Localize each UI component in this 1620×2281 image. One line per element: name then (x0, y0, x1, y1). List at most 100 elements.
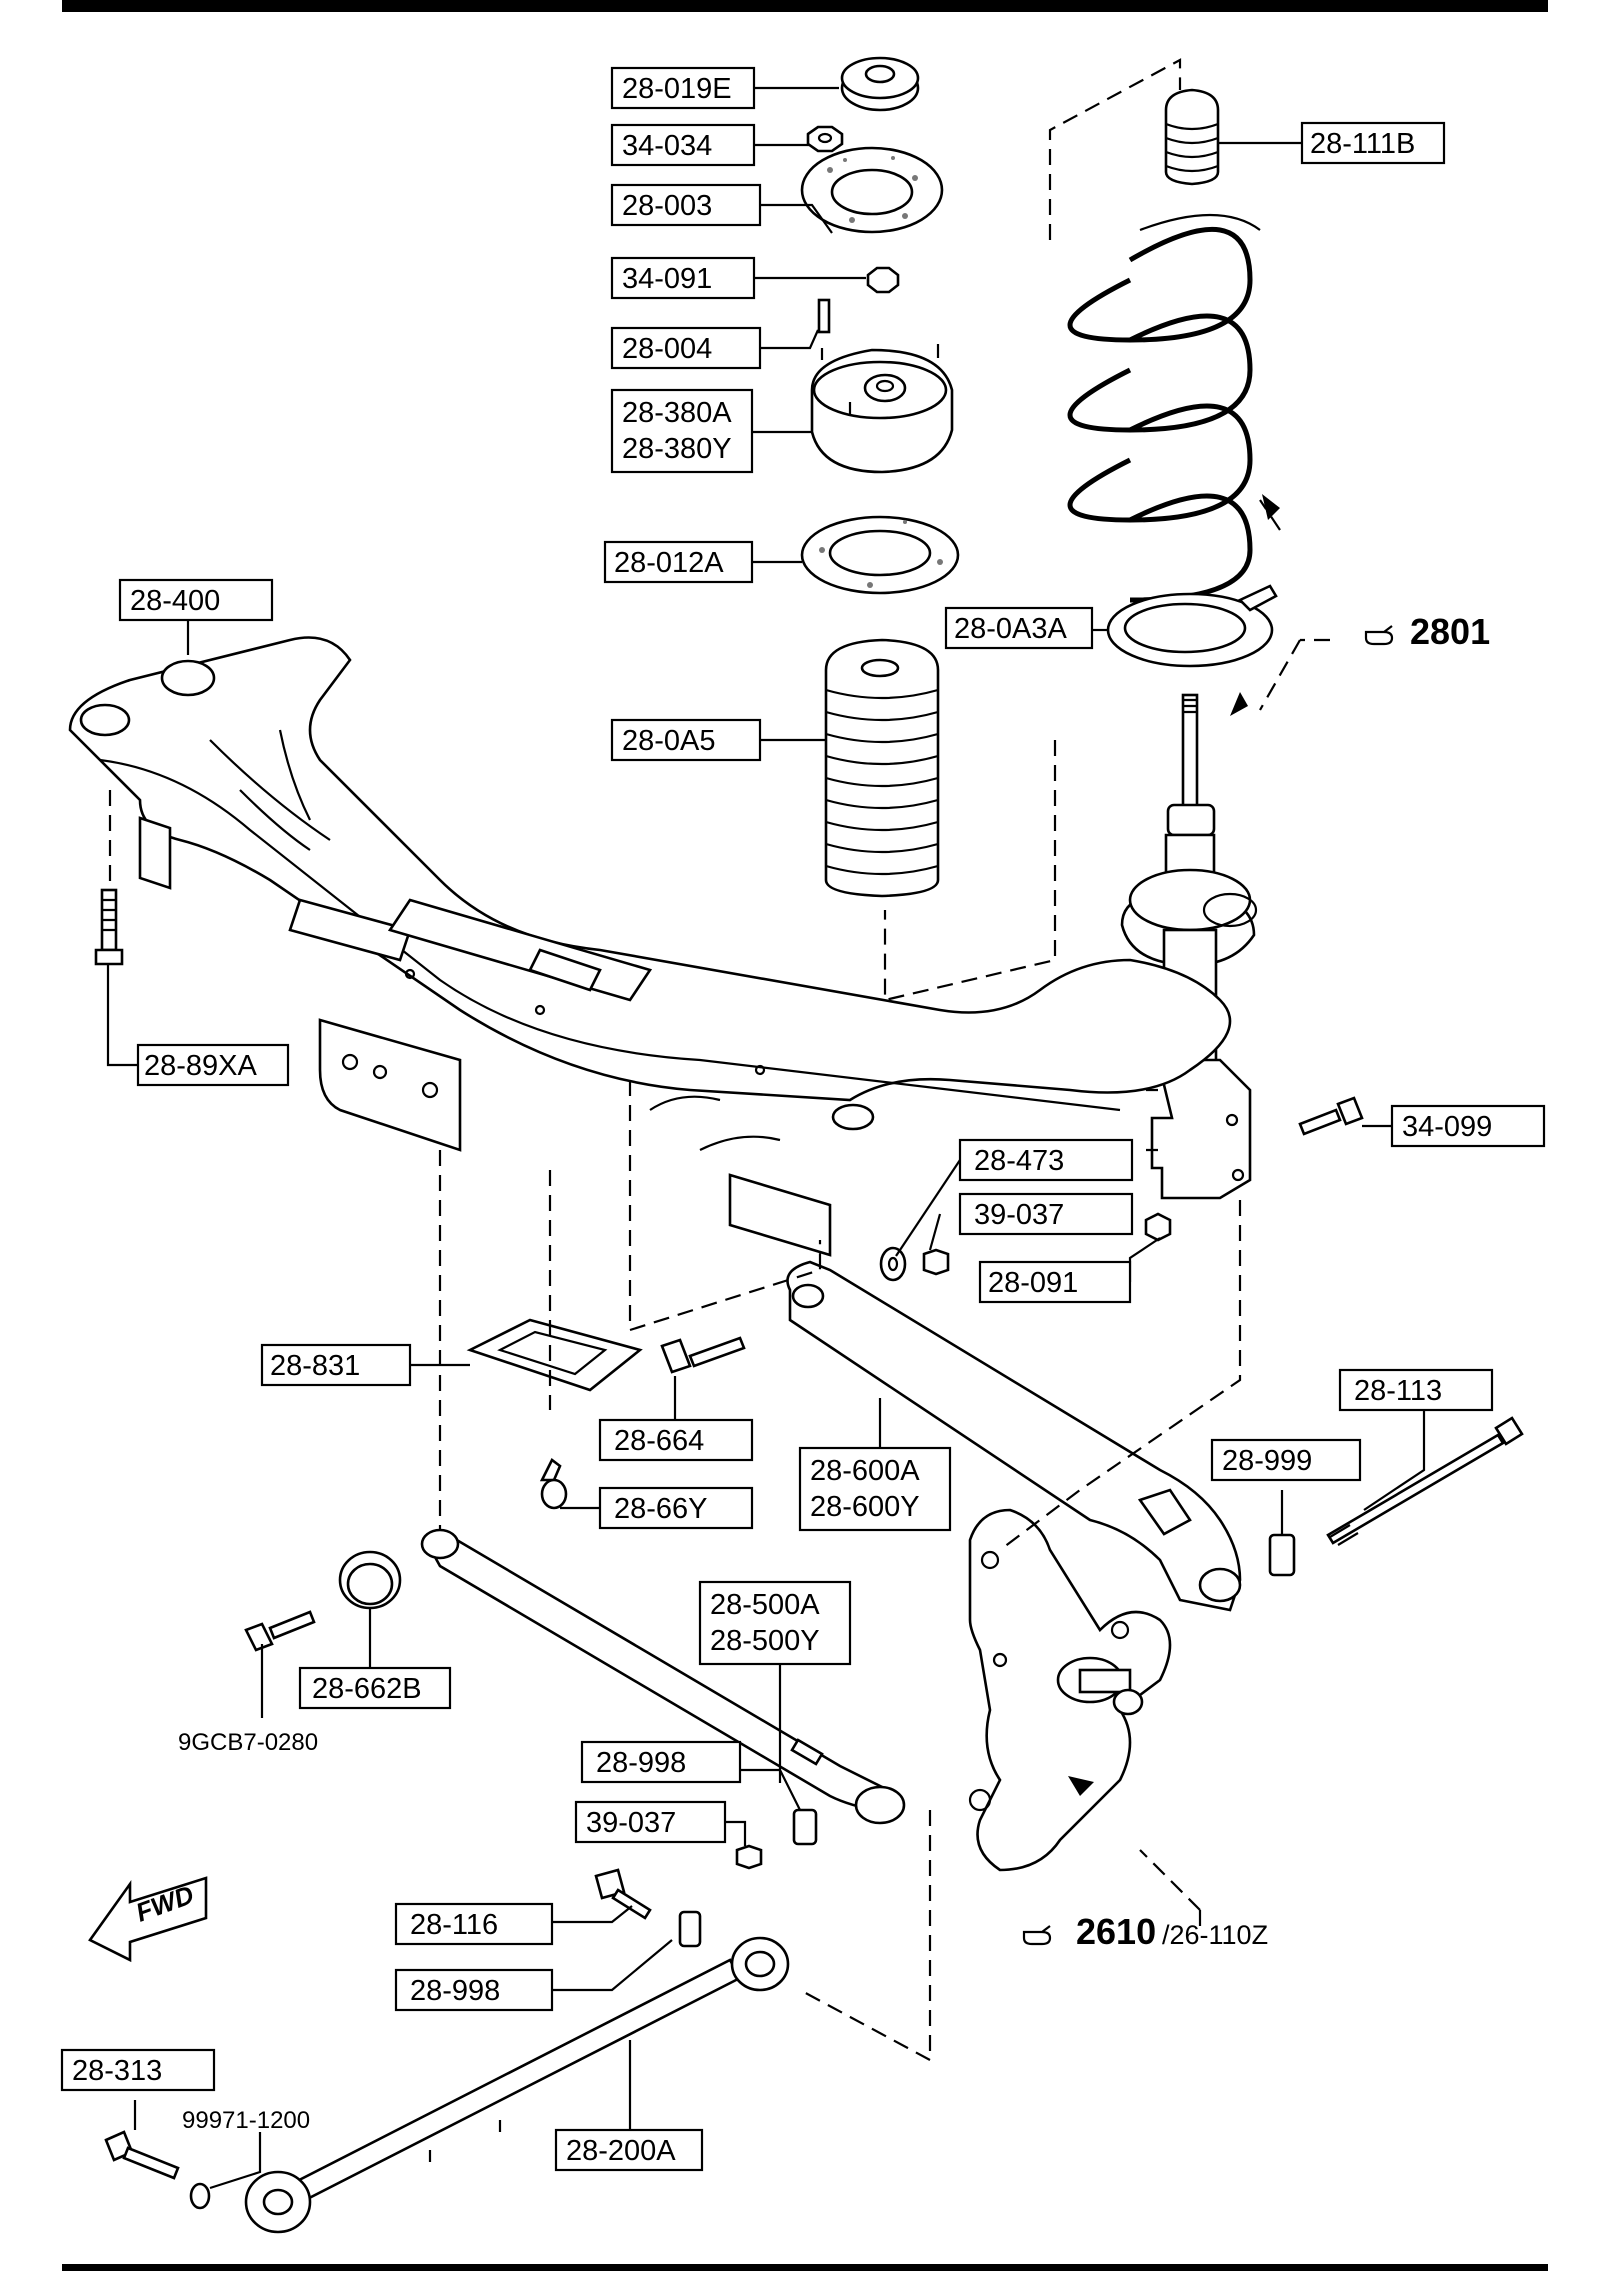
svg-text:28-091: 28-091 (988, 1267, 1078, 1299)
knuckle-drawing (968, 1508, 1172, 1872)
top-rule (62, 0, 1548, 12)
label-28-0a5: 28-0A5 (610, 718, 762, 762)
nut-39-037-upper-drawing (922, 1248, 950, 1276)
label-28-999: 28-999 (1210, 1438, 1362, 1482)
label-28-66y: 28-66Y (598, 1486, 754, 1530)
label-9gcb7-0280: 9GCB7-0280 (178, 1729, 318, 1756)
svg-text:28-0A5: 28-0A5 (622, 725, 716, 757)
label-28-012a: 28-012A (603, 540, 754, 584)
label-28-091: 28-091 (978, 1260, 1132, 1304)
label-28-380a: 28-380A 28-380Y (610, 388, 754, 474)
coil-spring-drawing (1067, 213, 1261, 603)
svg-text:39-037: 39-037 (974, 1199, 1064, 1231)
label-28-003: 28-003 (610, 183, 762, 227)
plate-28-998-lower-drawing (678, 1910, 702, 1948)
plate-28-999-drawing (1268, 1533, 1296, 1577)
label-28-600a: 28-600A 28-600Y (798, 1446, 952, 1532)
nut-34-091-drawing (866, 266, 900, 294)
svg-text:28-600Y: 28-600Y (810, 1491, 920, 1523)
label-28-500a: 28-500A 28-500Y (698, 1580, 852, 1666)
svg-text:28-113: 28-113 (1354, 1375, 1442, 1407)
trailing-link-drawing (244, 1936, 790, 2234)
label-28-998-upper: 28-998 (580, 1740, 742, 1784)
label-28-200a: 28-200A (554, 2128, 704, 2172)
label-28-400: 28-400 (118, 578, 274, 622)
label-28-111b: 28-111B (1300, 121, 1446, 165)
arrow-head-2 (1230, 692, 1248, 716)
svg-text:28-019E: 28-019E (622, 73, 732, 105)
label-39-037-upper: 39-037 (958, 1192, 1134, 1236)
svg-text:28-500A: 28-500A (710, 1589, 820, 1621)
label-28-004: 28-004 (610, 326, 762, 370)
spring-seat-upper-drawing (800, 515, 960, 595)
spring-ref-number: 2801 (1410, 611, 1490, 652)
label-28-664: 28-664 (598, 1418, 754, 1462)
bolt-28-89xa-drawing (94, 888, 124, 966)
label-28-473: 28-473 (958, 1138, 1134, 1182)
bump-cap-drawing (840, 56, 920, 112)
svg-text:28-600A: 28-600A (810, 1455, 920, 1487)
spring-reference[interactable]: 2801 (1364, 611, 1490, 652)
arrow-head-1 (1262, 494, 1280, 520)
cam-plate-drawing (879, 1246, 907, 1282)
pointing-hand-icon (1022, 1925, 1052, 1946)
plate-28-998-upper-drawing (792, 1808, 818, 1846)
pointing-hand-icon (1364, 625, 1394, 646)
dust-boot-drawing (824, 638, 940, 898)
knuckle-ref-number: 2610 (1076, 1911, 1156, 1952)
label-28-116: 28-116 (394, 1902, 554, 1946)
bolt-28-116-drawing (594, 1868, 652, 1920)
knuckle-reference[interactable]: 2610 /26-110Z (1022, 1911, 1268, 1952)
label-28-019e: 28-019E (610, 66, 756, 110)
fwd-arrow: FWD (88, 1876, 208, 1963)
svg-text:28-380A: 28-380A (622, 397, 732, 429)
svg-text:28-664: 28-664 (614, 1425, 704, 1457)
svg-text:34-034: 34-034 (622, 130, 712, 162)
plate-28-004-drawing (817, 298, 831, 334)
nut-39-037-lower-drawing (735, 1844, 763, 1870)
label-28-998-lower: 28-998 (394, 1968, 554, 2012)
svg-text:28-998: 28-998 (596, 1747, 686, 1779)
label-28-89xa: 28-89XA (136, 1043, 290, 1087)
label-28-113: 28-113 (1338, 1368, 1494, 1412)
shock-absorber-drawing (1120, 693, 1258, 1200)
label-99971-1200: 99971-1200 (182, 2107, 310, 2134)
bump-stop-drawing (1164, 88, 1220, 186)
svg-text:28-116: 28-116 (410, 1909, 498, 1941)
nut-34-034-drawing (806, 125, 844, 153)
svg-text:28-89XA: 28-89XA (144, 1050, 258, 1082)
arrow-head-3 (1068, 1776, 1094, 1796)
label-34-099: 34-099 (1390, 1104, 1546, 1148)
bolt-28-113-drawing (1326, 1416, 1524, 1546)
bottom-rule (62, 2264, 1548, 2271)
bushing-28-662b-drawing (338, 1550, 402, 1610)
upper-arm-drawing (786, 1260, 1242, 1612)
svg-text:28-004: 28-004 (622, 333, 712, 365)
svg-text:28-998: 28-998 (410, 1975, 500, 2007)
svg-text:28-012A: 28-012A (614, 547, 724, 579)
plate-28-831-drawing (466, 1318, 643, 1392)
svg-text:28-380Y: 28-380Y (622, 433, 732, 465)
label-39-037-lower: 39-037 (574, 1800, 727, 1844)
svg-text:28-313: 28-313 (72, 2055, 162, 2087)
svg-text:28-999: 28-999 (1222, 1445, 1312, 1477)
svg-text:28-200A: 28-200A (566, 2135, 676, 2167)
svg-text:28-473: 28-473 (974, 1145, 1064, 1177)
svg-text:28-0A3A: 28-0A3A (954, 613, 1068, 645)
svg-text:34-091: 34-091 (622, 263, 712, 295)
svg-text:28-500Y: 28-500Y (710, 1625, 820, 1657)
svg-text:28-66Y: 28-66Y (614, 1493, 708, 1525)
label-28-662b: 28-662B (298, 1666, 452, 1710)
label-28-831: 28-831 (260, 1343, 412, 1387)
crossmember-drawing (68, 636, 1232, 1257)
bolt-28-313-drawing (104, 2130, 180, 2180)
svg-text:28-003: 28-003 (622, 190, 712, 222)
washer-28-66y-drawing (539, 1458, 568, 1510)
bolt-9gcb7-drawing (244, 1610, 316, 1652)
label-28-313: 28-313 (60, 2048, 216, 2092)
label-34-091: 34-091 (610, 256, 756, 300)
strut-mount-drawing (810, 344, 954, 474)
svg-text:34-099: 34-099 (1402, 1111, 1492, 1143)
bolt-34-099-drawing (1298, 1096, 1364, 1136)
